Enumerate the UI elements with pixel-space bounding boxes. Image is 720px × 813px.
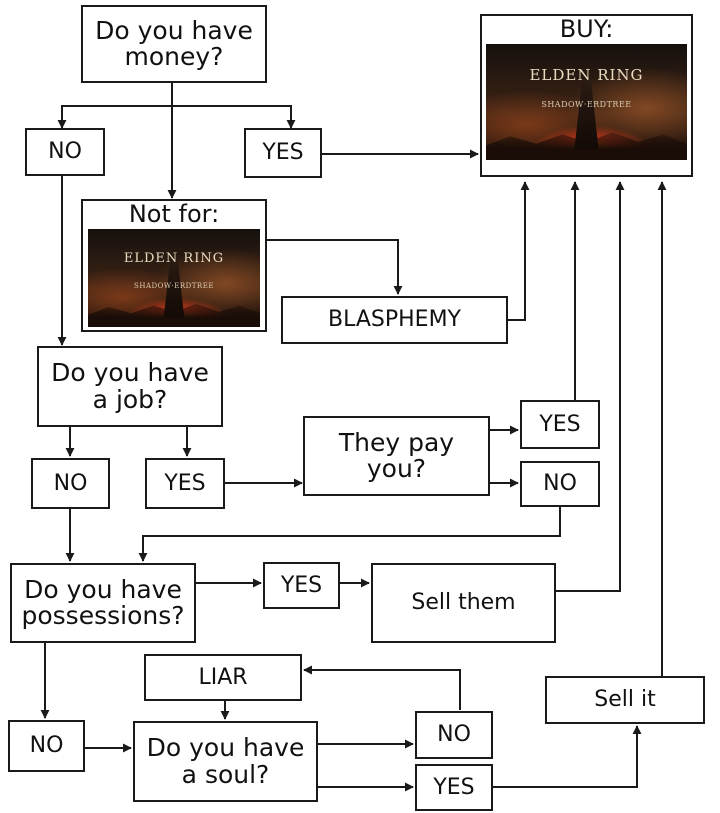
buy-label: BUY: (559, 15, 614, 43)
cover-logo-2-line1: ELDEN RING (123, 251, 225, 267)
sell-them-text: Sell them (411, 590, 516, 616)
blasphemy-box: BLASPHEMY (281, 296, 508, 344)
pay-question-box: They pay you? (303, 416, 490, 496)
soul-question-box: Do you have a soul? (133, 721, 318, 802)
money-question-box: Do you have money? (81, 5, 267, 83)
possessions-question-text: Do you have possessions? (21, 574, 185, 630)
not-for-label: Not for: (128, 200, 220, 228)
soul-yes-text: YES (433, 774, 475, 800)
sell-it-box: Sell it (545, 676, 705, 724)
pay-no-box: NO (520, 461, 600, 507)
money-yes-box: YES (244, 128, 322, 178)
arrow-soul-no-to-liar (303, 665, 461, 710)
soul-yes-box: YES (415, 764, 493, 811)
soul-question-text: Do you have a soul? (146, 733, 305, 789)
cover-logo-2-line2: SHADOW·ERDTREE (134, 281, 214, 290)
arrow-money-to-no (57, 83, 173, 129)
not-for-box: Not for: ELDEN RING SHADOW·ERDTREE (81, 199, 267, 332)
cover-logo-2: ELDEN RING SHADOW·ERDTREE (88, 235, 260, 306)
cover-tower-2 (163, 260, 185, 318)
arrow-pay-no-to-possessions (138, 507, 561, 562)
money-question-text: Do you have money? (95, 15, 253, 71)
possessions-no-box: NO (8, 720, 85, 772)
job-question-text: Do you have a job? (51, 358, 209, 414)
pay-yes-text: YES (539, 411, 581, 437)
arrow-sell-them-to-buy (556, 181, 625, 592)
job-no-text: NO (53, 470, 88, 496)
arrow-money-to-yes (172, 105, 296, 129)
job-question-box: Do you have a job? (37, 346, 223, 427)
sell-them-box: Sell them (371, 563, 556, 643)
possessions-yes-box: YES (263, 562, 340, 609)
possessions-question-box: Do you have possessions? (10, 563, 196, 643)
arrow-soul-yes-to-sell-it (493, 725, 642, 788)
arrow-blasphemy-to-buy (508, 181, 530, 321)
not-for-cover-art: ELDEN RING SHADOW·ERDTREE (88, 229, 260, 328)
job-yes-text: YES (164, 470, 206, 496)
job-no-box: NO (31, 458, 110, 509)
pay-yes-box: YES (520, 400, 600, 449)
cover-logo: ELDEN RING SHADOW·ERDTREE (486, 51, 687, 126)
buy-box: BUY: ELDEN RING SHADOW·ERDTREE (480, 14, 693, 177)
job-yes-box: YES (145, 458, 225, 509)
possessions-yes-text: YES (280, 572, 323, 598)
possessions-no-text: NO (29, 733, 64, 759)
blasphemy-text: BLASPHEMY (328, 307, 461, 333)
money-yes-text: YES (262, 140, 304, 166)
liar-box: LIAR (144, 654, 302, 701)
cover-logo-line1: ELDEN RING (529, 66, 644, 85)
arrow-not-for-to-blasphemy (267, 239, 403, 295)
buy-cover-art: ELDEN RING SHADOW·ERDTREE (486, 44, 687, 161)
money-no-text: NO (48, 139, 82, 165)
pay-no-text: NO (543, 471, 577, 497)
soul-no-text: NO (437, 722, 471, 748)
soul-no-box: NO (415, 711, 493, 759)
pay-question-text: They pay you? (338, 427, 455, 483)
liar-text: LIAR (198, 664, 248, 690)
cover-logo-line2: SHADOW·ERDTREE (541, 99, 632, 109)
money-no-box: NO (25, 128, 105, 176)
sell-it-text: Sell it (594, 687, 656, 713)
